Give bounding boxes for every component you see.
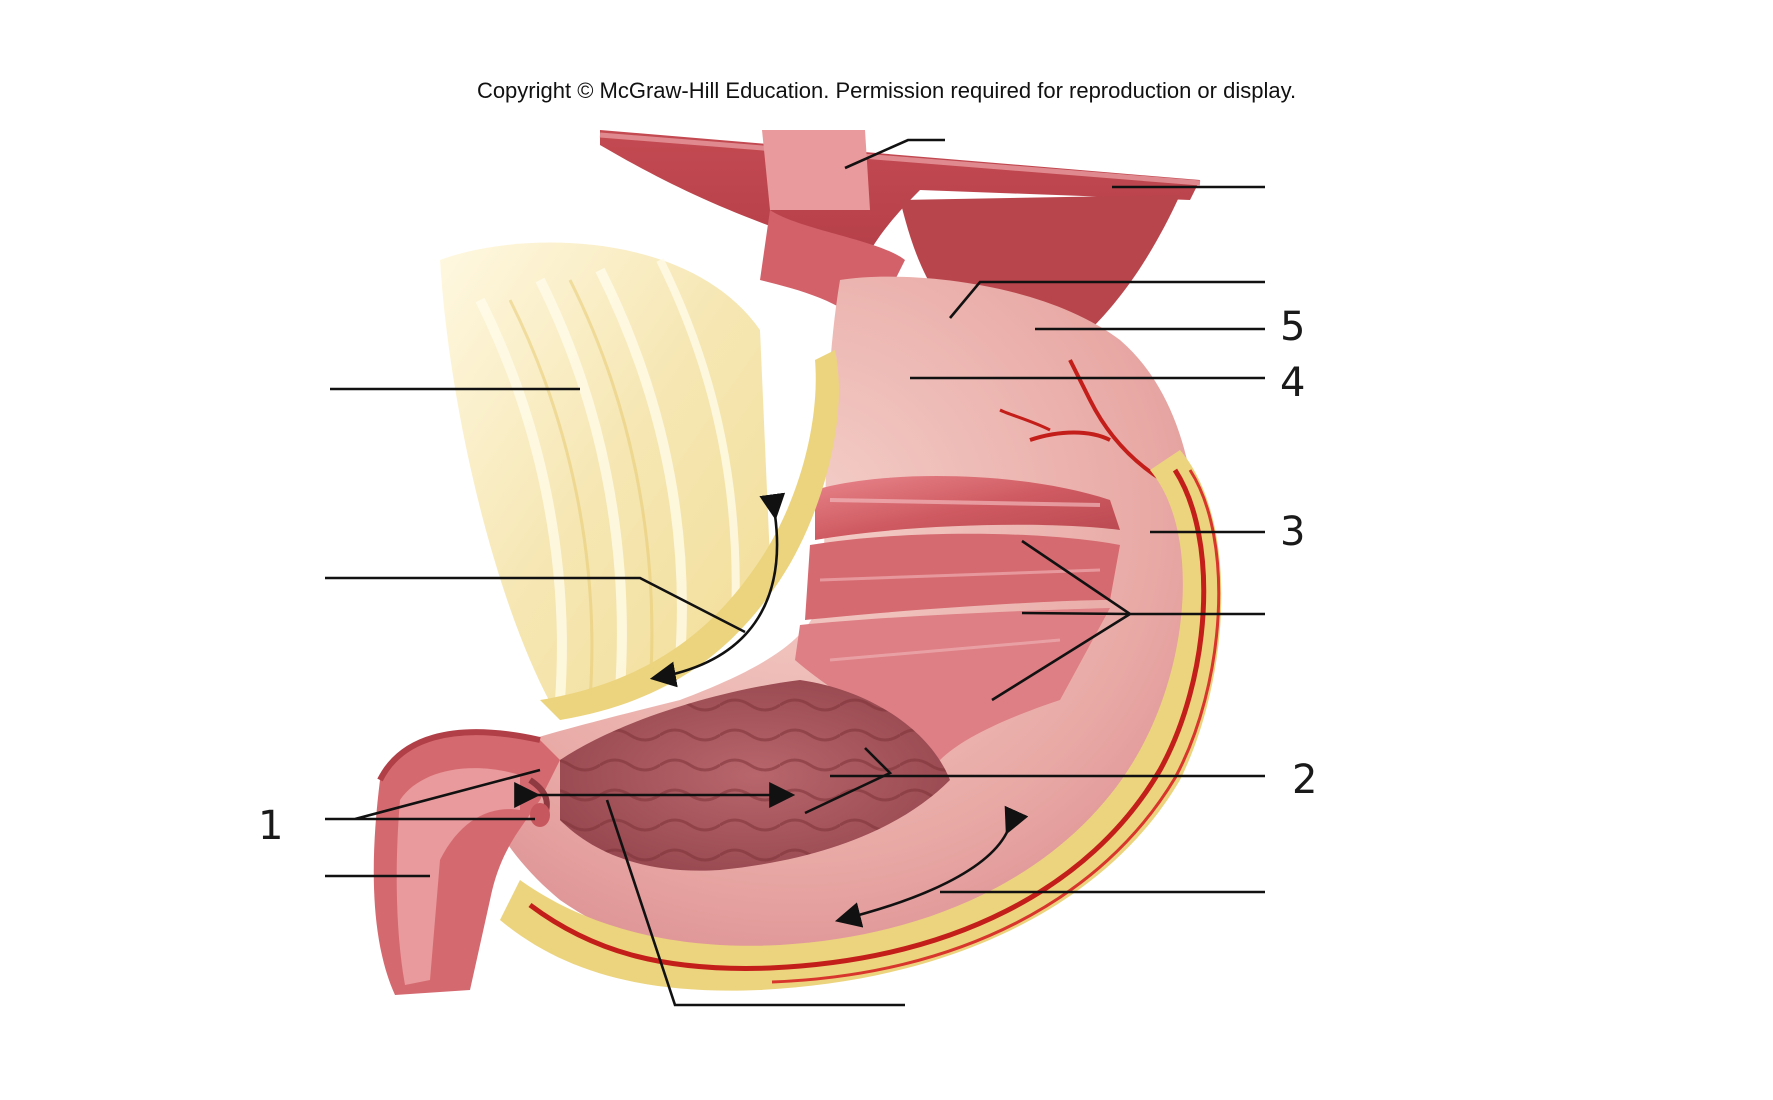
pylorus-duodenum xyxy=(373,729,560,995)
leader-1 xyxy=(325,768,541,821)
leader-lesser-curvature xyxy=(325,576,746,634)
label-3: 3 xyxy=(1280,509,1306,555)
label-1: 1 xyxy=(258,803,284,849)
arrow-lesser-curvature xyxy=(649,492,786,688)
leader-pyloric-canal xyxy=(605,799,905,1007)
label-2: 2 xyxy=(1292,757,1318,803)
leader-muscle-layers xyxy=(991,539,1265,702)
arrow-greater-curvature xyxy=(834,805,1029,928)
label-4: 4 xyxy=(1280,360,1306,406)
label-5: 5 xyxy=(1280,304,1306,350)
leader-cardia xyxy=(949,280,1265,319)
leader-esophagus xyxy=(844,138,945,170)
leader-rugae-fan xyxy=(804,747,893,815)
copyright-notice: Copyright © McGraw-Hill Education. Permi… xyxy=(476,78,1297,103)
